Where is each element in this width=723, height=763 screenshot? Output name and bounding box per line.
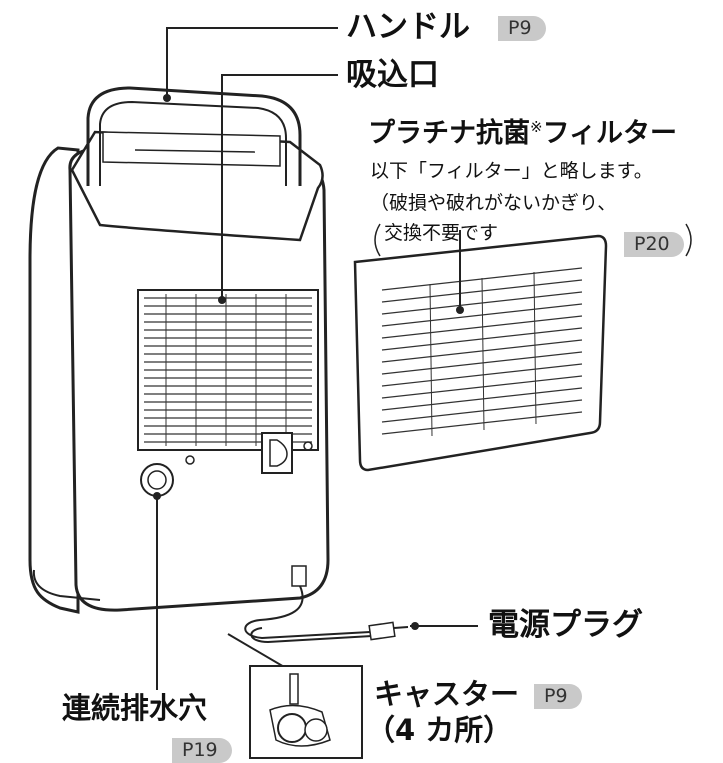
power-cord — [244, 585, 373, 644]
filter-label-mark: ※ — [530, 118, 543, 136]
filter-label-main2: フィルター — [542, 118, 678, 149]
handle-shape — [86, 86, 302, 186]
caster-inset — [249, 665, 363, 759]
drain-page-ref[interactable]: P19 — [172, 738, 232, 763]
filter-note-line2: （破損や破れがないかぎり、 — [370, 192, 617, 214]
caster-count-label: （4 カ所） — [366, 713, 513, 747]
filter-panel — [353, 234, 608, 472]
intake-label: 吸込口 — [346, 57, 439, 93]
caster-page-ref[interactable]: P9 — [534, 684, 582, 709]
plug-label: 電源プラグ — [488, 607, 643, 643]
filter-label-main: プラチナ抗菌 — [368, 118, 530, 149]
filter-page-ref[interactable]: P20 — [624, 232, 684, 257]
unit-side-panel — [28, 146, 80, 614]
handle-label: ハンドル — [346, 9, 470, 45]
power-plug-icon — [368, 621, 409, 641]
intake-grille — [137, 289, 319, 451]
drain-label: 連続排水穴 — [62, 691, 208, 725]
handle-page-ref[interactable]: P9 — [498, 16, 546, 41]
filter-note-line3: 交換不要です — [384, 222, 499, 244]
cord-outlet — [291, 565, 307, 587]
caster-label: キャスター — [374, 677, 520, 711]
filter-note-line1: 以下「フィルター」と略します。 — [370, 160, 653, 182]
drain-port — [140, 463, 174, 497]
filter-label: プラチナ抗菌※フィルター — [368, 118, 678, 149]
